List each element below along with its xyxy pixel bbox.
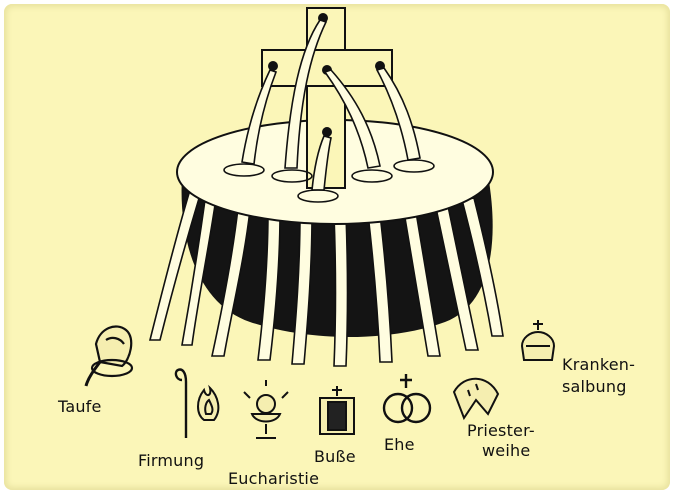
flame-icon [198,388,218,420]
label-priesterweihe-line2: weihe [482,442,530,459]
stole-icon [454,379,498,418]
chalice-icon [244,380,288,438]
label-eucharistie: Eucharistie [228,470,319,487]
crozier-icon [176,370,186,439]
label-krankensalbung-line1: Kranken- [562,356,635,373]
rings-icon [384,374,430,422]
label-priesterweihe-line1: Priester- [467,422,535,439]
pitcher-icon [86,326,132,386]
label-busse: Buße [314,448,356,465]
oil-vessel-icon [522,320,554,360]
label-taufe: Taufe [58,398,102,415]
label-krankensalbung-line2: salbung [562,378,627,395]
label-ehe: Ehe [384,436,415,453]
label-firmung: Firmung [138,452,204,469]
confessional-icon [320,386,354,434]
